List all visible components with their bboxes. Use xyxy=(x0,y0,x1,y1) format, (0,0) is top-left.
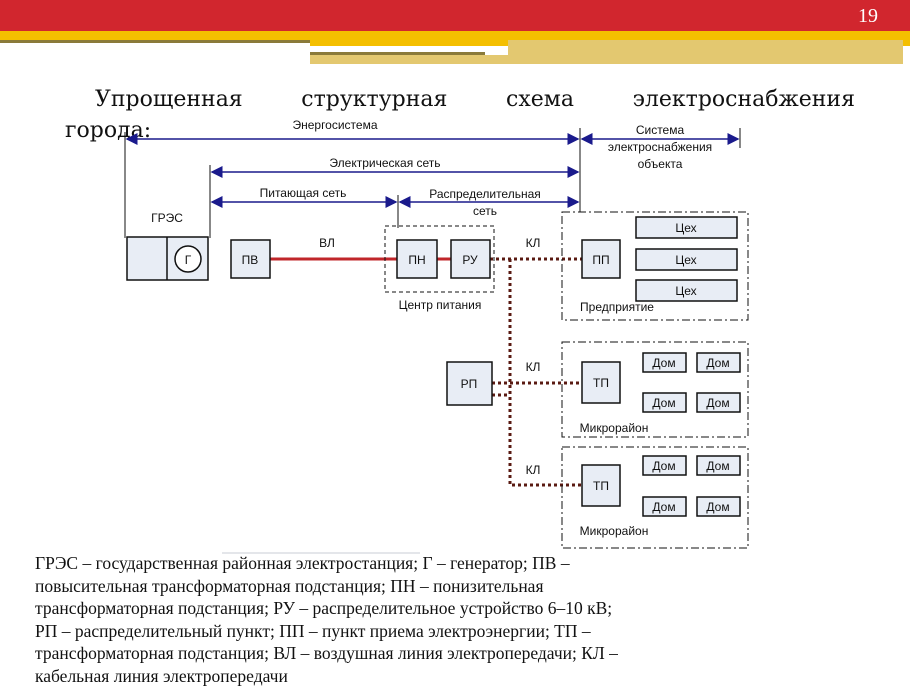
tp-label: ТП xyxy=(593,479,609,493)
supply-network-label: Питающая сеть xyxy=(260,186,347,200)
house-label: Дом xyxy=(652,356,675,370)
microdistrict-label: Микрорайон xyxy=(580,421,649,435)
house-label: Дом xyxy=(706,356,729,370)
pp-label: ПП xyxy=(592,253,609,267)
house-label: Дом xyxy=(706,459,729,473)
enterprise-label: Предприятие xyxy=(580,300,654,314)
pn-label: ПН xyxy=(408,253,425,267)
gres-label: ГРЭС xyxy=(151,211,183,225)
legend-line: трансформаторная подстанция; РУ – распре… xyxy=(35,597,895,620)
house-label: Дом xyxy=(706,396,729,410)
rp-label: РП xyxy=(461,377,478,391)
workshop-label: Цех xyxy=(675,253,696,267)
legend-line: трансформаторная подстанция; ВЛ – воздуш… xyxy=(35,642,895,665)
tp-label: ТП xyxy=(593,376,609,390)
object-system-label: электроснабжения xyxy=(608,140,712,154)
kl-label: КЛ xyxy=(526,463,541,477)
legend-line: ГРЭС – государственная районная электрос… xyxy=(35,552,895,575)
kl-label: КЛ xyxy=(526,236,541,250)
kl-label: КЛ xyxy=(526,360,541,374)
pv-label: ПВ xyxy=(242,253,259,267)
legend-line: РП – распределительный пункт; ПП – пункт… xyxy=(35,620,895,643)
house-label: Дом xyxy=(706,500,729,514)
workshop-label: Цех xyxy=(675,284,696,298)
legend-line: повысительная трансформаторная подстанци… xyxy=(35,575,895,598)
distribution-network-label: Распределительная xyxy=(429,187,541,201)
electric-network-label: Электрическая сеть xyxy=(329,156,440,170)
vl-label: ВЛ xyxy=(319,236,335,250)
power-center-label: Центр питания xyxy=(399,298,482,312)
house-label: Дом xyxy=(652,459,675,473)
house-label: Дом xyxy=(652,396,675,410)
distribution-network-label: сеть xyxy=(473,204,497,218)
object-system-label: объекта xyxy=(638,157,683,171)
workshop-label: Цех xyxy=(675,221,696,235)
abbreviation-legend: ГРЭС – государственная районная электрос… xyxy=(35,552,895,687)
energy-system-label: Энергосистема xyxy=(292,118,377,132)
object-system-label: Система xyxy=(636,123,685,137)
house-label: Дом xyxy=(652,500,675,514)
generator-label: Г xyxy=(185,253,192,267)
ru-label: РУ xyxy=(462,253,478,267)
microdistrict-label: Микрорайон xyxy=(580,524,649,538)
legend-line: кабельная линия электропередачи xyxy=(35,665,895,687)
